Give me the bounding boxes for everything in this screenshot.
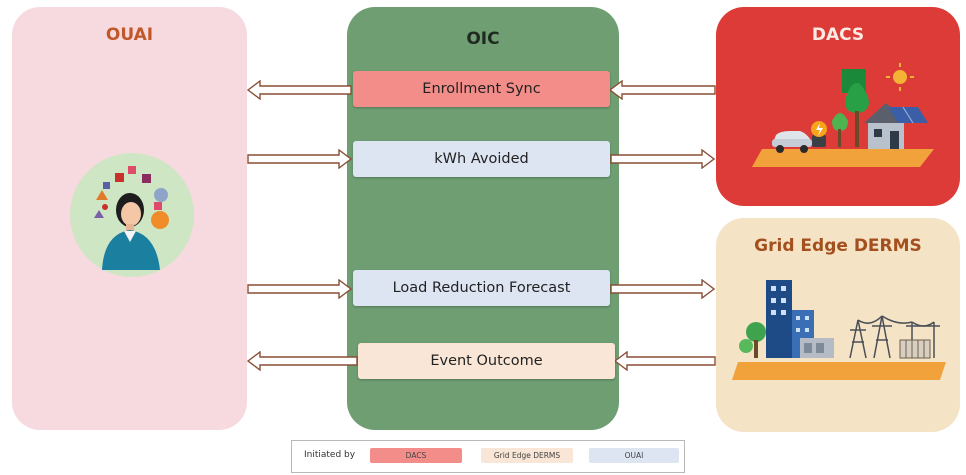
arrow-enrollment-to-ouai [247,80,352,100]
derms-title: Grid Edge DERMS [754,236,922,256]
message-kwh-avoided: kWh Avoided [353,141,610,177]
arrow-event-to-ouai [247,351,358,371]
ouai-panel: OUAI [12,7,247,430]
legend-item-dacs: DACS [370,448,462,463]
derms-panel: Grid Edge DERMS [716,218,960,432]
user-illustration-icon [70,153,194,277]
message-event-outcome: Event Outcome [358,343,615,379]
arrow-dacs-to-enrollment [609,80,716,100]
arrow-derms-to-event [614,351,716,371]
home-energy-illustration-icon [752,63,934,167]
ouai-title: OUAI [105,25,154,45]
legend-item-grid-edge-derms: Grid Edge DERMS [481,448,573,463]
legend-label: Initiated by [304,450,356,460]
arrow-ouai-to-load [247,279,353,299]
message-load-reduction-forecast: Load Reduction Forecast [353,270,610,306]
oic-title: OIC [466,29,500,49]
grid-illustration-icon [732,280,946,380]
arrow-kwh-to-dacs [610,149,716,169]
arrow-ouai-to-kwh [247,149,353,169]
message-enrollment-sync: Enrollment Sync [353,71,610,107]
legend-item-ouai: OUAI [589,448,679,463]
dacs-title: DACS [811,25,865,45]
arrow-load-to-derms [610,279,716,299]
dacs-panel: DACS [716,7,960,206]
legend: Initiated by DACS Grid Edge DERMS OUAI [291,440,685,473]
